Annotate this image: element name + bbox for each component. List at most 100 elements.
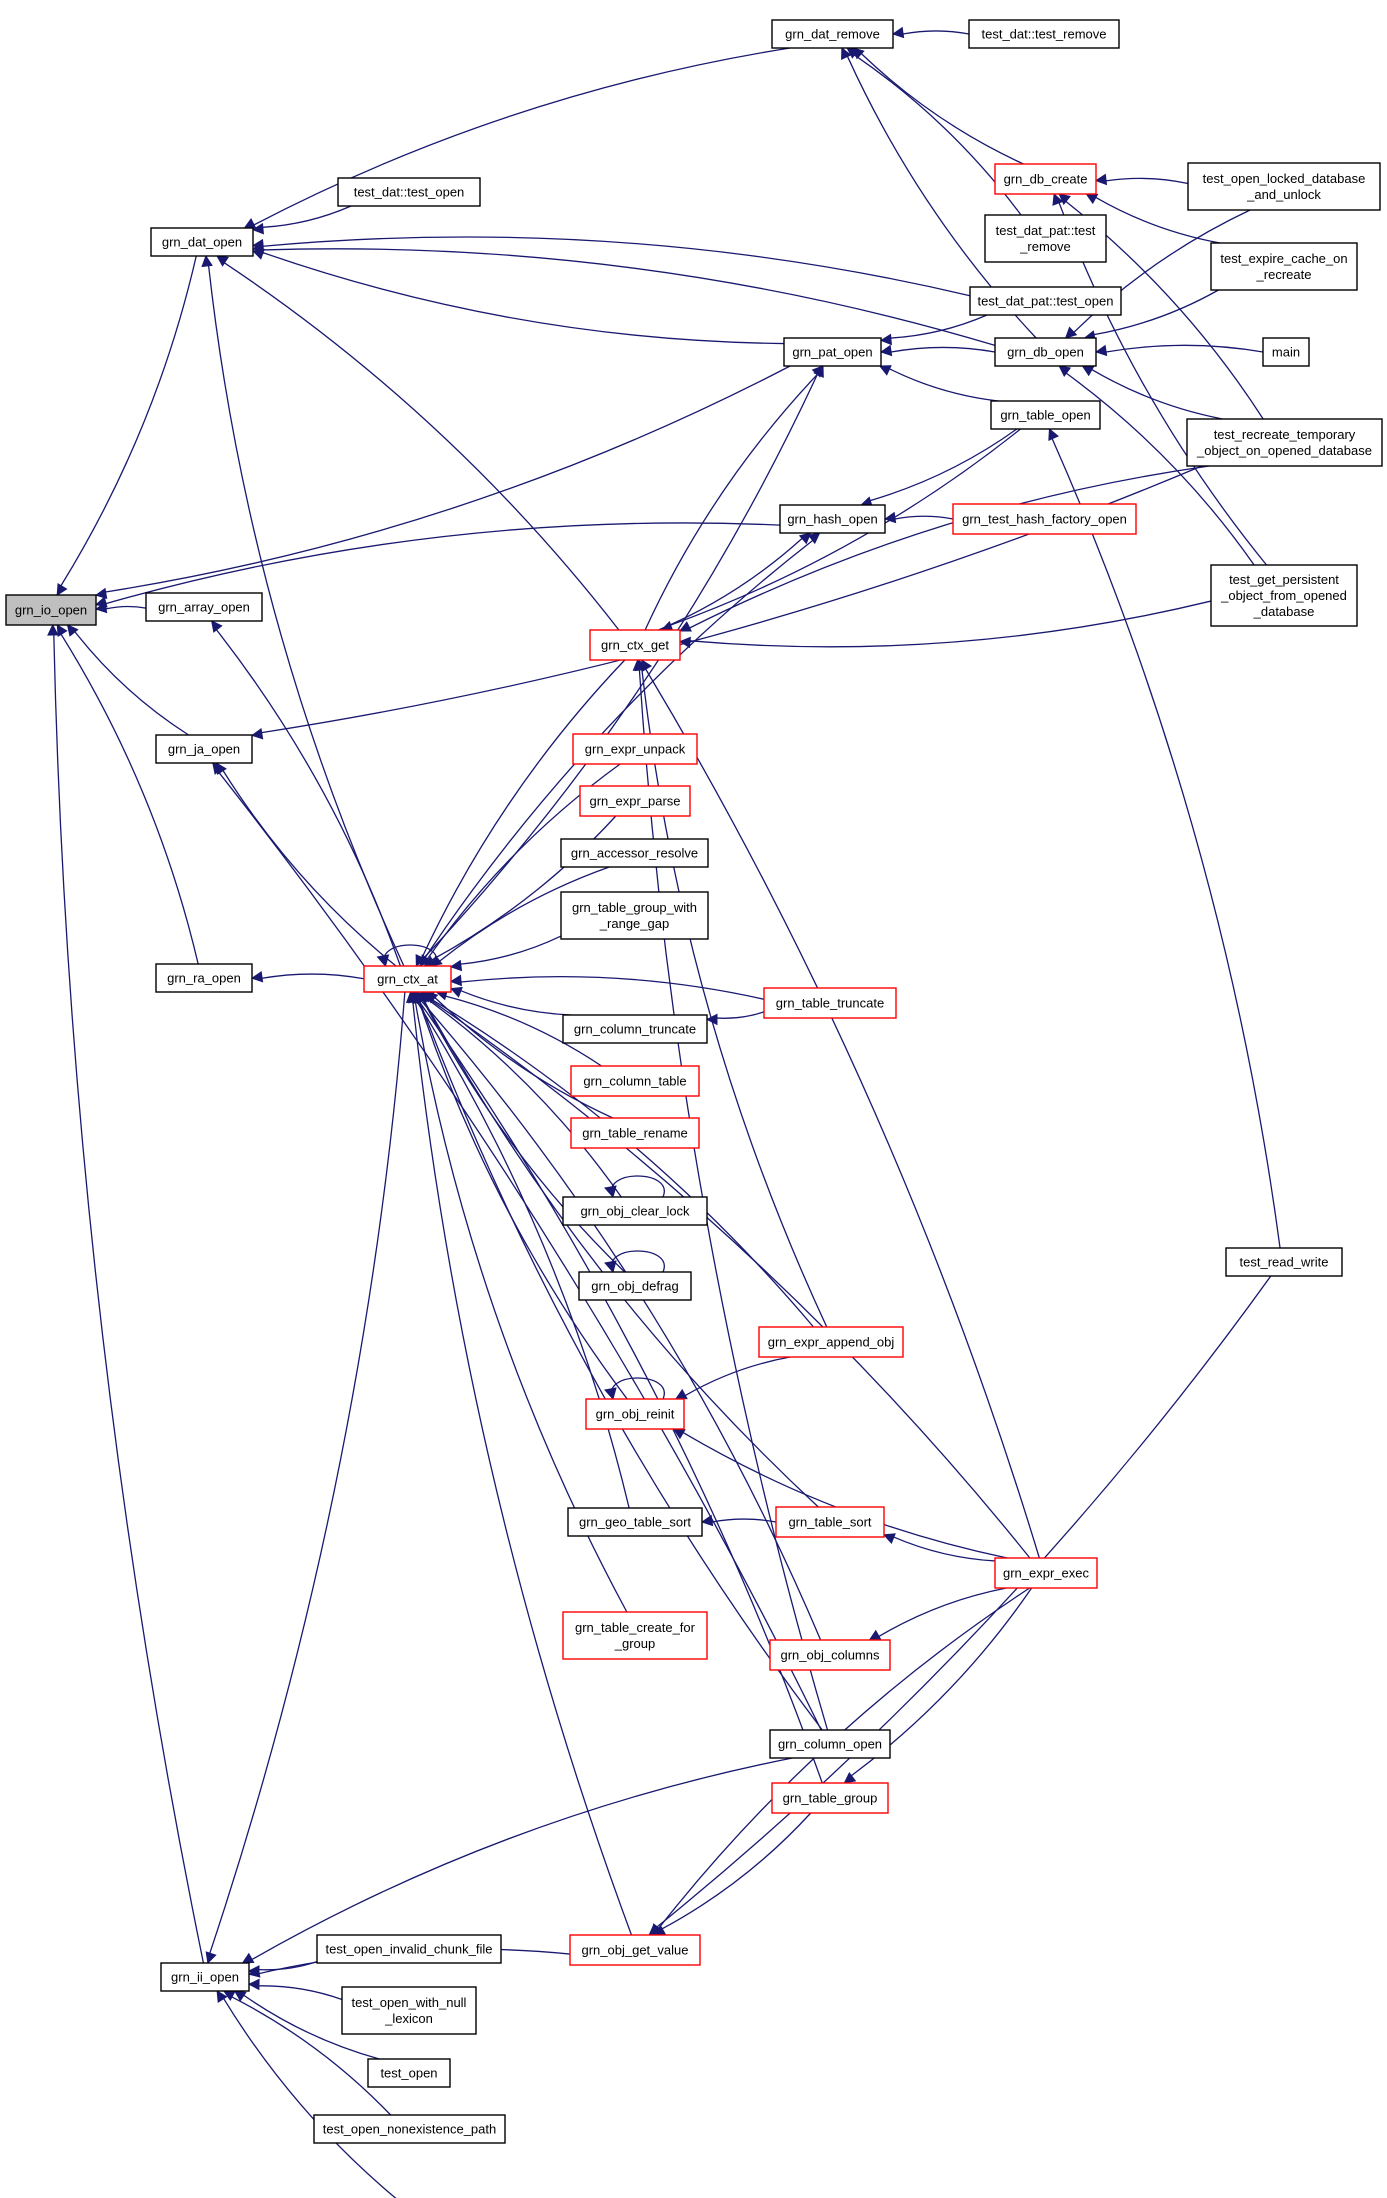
- node-label: grn_table_group_with: [572, 900, 697, 915]
- node-obj_columns[interactable]: grn_obj_columns: [769, 1639, 891, 1671]
- node-label: grn_obj_reinit: [596, 1407, 675, 1422]
- node-box: [968, 19, 1120, 49]
- node-column_open[interactable]: grn_column_open: [769, 1729, 891, 1759]
- node-test_expire[interactable]: test_expire_cache_on_recreate: [1210, 242, 1358, 291]
- node-table_truncate[interactable]: grn_table_truncate: [763, 987, 897, 1019]
- node-test_recreate[interactable]: test_recreate_temporary_object_on_opened…: [1186, 418, 1383, 467]
- node-box: [363, 965, 452, 993]
- node-label: grn_io_open: [15, 603, 87, 618]
- node-io_open[interactable]: grn_io_open: [5, 594, 97, 626]
- arrowhead-pat_open-to-dat_open: [251, 248, 265, 260]
- arrowhead-test_recreate-to-ctx_get: [678, 621, 692, 632]
- node-column_truncate[interactable]: grn_column_truncate: [562, 1014, 708, 1044]
- node-box: [769, 1729, 891, 1759]
- node-obj_defrag[interactable]: grn_obj_defrag: [578, 1271, 692, 1301]
- node-accessor_resolve[interactable]: grn_accessor_resolve: [560, 838, 709, 868]
- node-ctx_get[interactable]: grn_ctx_get: [589, 629, 681, 661]
- edge-obj_columns-to-ctx_at: [420, 1000, 822, 1641]
- node-pat_open[interactable]: grn_pat_open: [783, 337, 882, 367]
- node-ctx_at[interactable]: grn_ctx_at: [363, 965, 452, 993]
- node-box: [763, 987, 897, 1019]
- edge-hash_open-to-io_open: [105, 522, 781, 605]
- edge-dat_open-to-io_open: [60, 255, 197, 587]
- node-obj_get_value[interactable]: grn_obj_get_value: [569, 1934, 701, 1966]
- arrowhead-test_expire-to-db_create: [1085, 193, 1099, 205]
- node-table_group_range[interactable]: grn_table_group_with_range_gap: [560, 891, 709, 940]
- node-column_table[interactable]: grn_column_table: [570, 1065, 700, 1097]
- node-label: _database: [1253, 604, 1315, 619]
- node-label: grn_expr_parse: [589, 794, 680, 809]
- node-main[interactable]: main: [1262, 337, 1310, 367]
- node-db_open[interactable]: grn_db_open: [994, 337, 1097, 367]
- node-obj_reinit[interactable]: grn_obj_reinit: [585, 1398, 685, 1430]
- node-hash_open[interactable]: grn_hash_open: [779, 504, 886, 534]
- node-expr_exec[interactable]: grn_expr_exec: [994, 1557, 1098, 1589]
- node-label: grn_column_open: [778, 1737, 882, 1752]
- node-label: grn_array_open: [158, 600, 250, 615]
- edge-test_open_locked-to-db_create: [1105, 177, 1189, 185]
- node-test_dat_remove[interactable]: test_dat::test_remove: [968, 19, 1120, 49]
- edge-expr_exec-to-ctx_at: [428, 998, 1031, 1559]
- node-box: [150, 227, 254, 257]
- arrowhead-test_open_locked-to-db_open: [1064, 326, 1078, 339]
- node-test_read_write[interactable]: test_read_write: [1225, 1247, 1343, 1277]
- node-box: [367, 2058, 451, 2088]
- node-box: [572, 733, 698, 765]
- node-label: _recreate: [1256, 267, 1312, 282]
- self-loop-arrowhead-obj_defrag: [604, 1260, 617, 1274]
- edge-obj_clear_lock-to-ctx_at: [426, 998, 622, 1198]
- node-test_dat_pat_open[interactable]: test_dat_pat::test_open: [969, 286, 1122, 316]
- node-table_open[interactable]: grn_table_open: [990, 400, 1101, 430]
- node-obj_clear_lock[interactable]: grn_obj_clear_lock: [562, 1196, 708, 1226]
- node-label: _range_gap: [599, 916, 669, 931]
- edge-test_read_write-to-obj_get_value: [655, 1275, 1272, 1929]
- node-label: _group: [614, 1636, 655, 1651]
- arrowhead-hash_open-to-io_open: [94, 596, 108, 608]
- node-box: [771, 19, 894, 49]
- node-table_rename[interactable]: grn_table_rename: [570, 1117, 700, 1149]
- node-test_nonexistence[interactable]: test_open_nonexistence_path: [313, 2114, 506, 2144]
- node-table_create_for_group[interactable]: grn_table_create_for_group: [562, 1611, 708, 1660]
- node-box: [779, 504, 886, 534]
- node-expr_append_obj[interactable]: grn_expr_append_obj: [758, 1326, 904, 1358]
- node-expr_unpack[interactable]: grn_expr_unpack: [572, 733, 698, 765]
- edge-geo_table_sort-to-ctx_at: [416, 1000, 630, 1509]
- arrowhead-table_truncate-to-ctx_at: [449, 974, 463, 987]
- node-box: [1210, 564, 1358, 627]
- node-test_get_persistent[interactable]: test_get_persistent_object_from_opened_d…: [1210, 564, 1358, 627]
- node-box: [969, 286, 1122, 316]
- node-dat_remove[interactable]: grn_dat_remove: [771, 19, 894, 49]
- edge-expr_append_obj-to-ctx_get: [641, 669, 828, 1328]
- node-test_dat_pat_remove[interactable]: test_dat_pat::test_remove: [984, 214, 1107, 263]
- node-box: [569, 1934, 701, 1966]
- node-db_create[interactable]: grn_db_create: [994, 163, 1097, 195]
- node-label: grn_ctx_at: [377, 972, 438, 987]
- node-label: grn_db_create: [1004, 172, 1088, 187]
- node-test_open_locked[interactable]: test_open_locked_database_and_unlock: [1187, 162, 1381, 211]
- arrowhead-dat_open-to-io_open: [56, 583, 68, 596]
- node-test_invalid_chunk[interactable]: test_open_invalid_chunk_file: [316, 1934, 502, 1964]
- arrowhead-column_open-to-ii_open: [241, 1952, 255, 1964]
- node-table_sort[interactable]: grn_table_sort: [775, 1506, 885, 1538]
- node-ja_open[interactable]: grn_ja_open: [155, 734, 253, 764]
- node-geo_table_sort[interactable]: grn_geo_table_sort: [567, 1507, 703, 1537]
- node-dat_open[interactable]: grn_dat_open: [150, 227, 254, 257]
- edge-ctx_at-to-pat_open: [415, 374, 818, 967]
- arrowhead-ctx_get-to-hash_open: [798, 532, 812, 545]
- edge-db_open-to-pat_open: [890, 346, 996, 353]
- node-array_open[interactable]: grn_array_open: [145, 592, 263, 622]
- node-test_dat_open[interactable]: test_dat::test_open: [337, 177, 481, 207]
- node-table_group[interactable]: grn_table_group: [771, 1782, 889, 1814]
- node-label: test_dat::test_remove: [981, 27, 1106, 42]
- edge-table_sort-to-ctx_at: [423, 999, 819, 1508]
- node-label: grn_obj_columns: [780, 1648, 880, 1663]
- node-expr_parse[interactable]: grn_expr_parse: [579, 785, 691, 817]
- node-ii_open[interactable]: grn_ii_open: [160, 1962, 250, 1992]
- node-label: grn_ra_open: [167, 971, 241, 986]
- node-test_open[interactable]: test_open: [367, 2058, 451, 2088]
- node-test_null_lexicon[interactable]: test_open_with_null_lexicon: [341, 1986, 477, 2035]
- node-label: grn_expr_unpack: [585, 742, 686, 757]
- node-test_hash_factory[interactable]: grn_test_hash_factory_open: [952, 503, 1137, 535]
- node-ra_open[interactable]: grn_ra_open: [155, 963, 253, 993]
